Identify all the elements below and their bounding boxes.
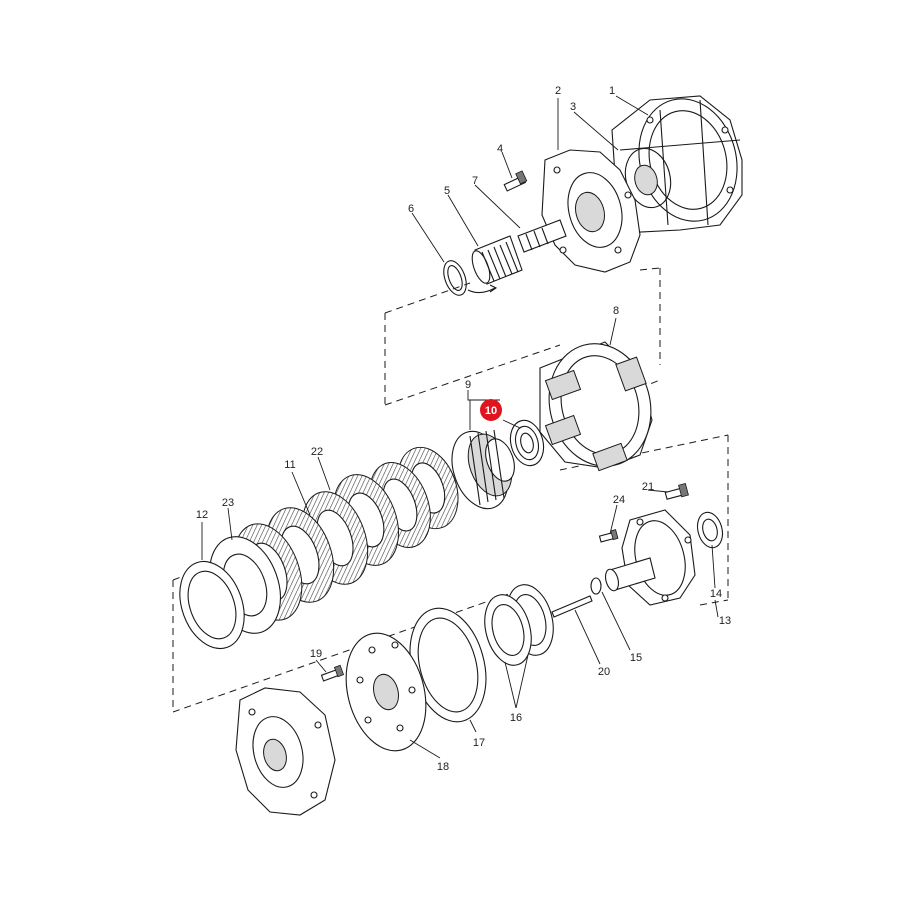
- callout-18: 18: [437, 761, 449, 773]
- part-shaft-7: [517, 219, 567, 253]
- leader-lines: [201, 95, 719, 759]
- part-clutch-drum: [539, 341, 653, 472]
- callout-5: 5: [444, 185, 450, 197]
- callout-22: 22: [311, 446, 323, 458]
- callout-11: 11: [284, 459, 295, 471]
- part-flange-housing: [541, 149, 641, 273]
- part-bolt-21: [664, 482, 689, 500]
- part-gasket: [409, 607, 487, 723]
- callout-9: 9: [465, 379, 471, 391]
- part-stud-20: [551, 595, 593, 618]
- part-cover: [345, 632, 427, 752]
- callout-8: 8: [613, 305, 619, 317]
- callout-12: 12: [196, 509, 208, 521]
- callout-10-highlighted: 10: [480, 399, 502, 421]
- part-ring-12: [179, 560, 245, 650]
- callout-2: 2: [555, 85, 561, 97]
- callout-3: 3: [570, 101, 576, 113]
- part-seals-16: [484, 584, 554, 666]
- callout-7: 7: [472, 175, 478, 187]
- callout-16: 16: [510, 712, 522, 724]
- part-seal-14: [696, 511, 724, 549]
- part-splined-sleeve: [471, 235, 523, 285]
- part-bolt-24: [598, 529, 619, 543]
- part-o-ring: [590, 577, 602, 595]
- part-bolt-19: [320, 664, 345, 682]
- part-output-flange: [604, 509, 696, 606]
- callout-21: 21: [642, 481, 654, 493]
- part-bolt-4: [503, 170, 528, 192]
- callout-4: 4: [497, 143, 503, 155]
- callout-19: 19: [310, 648, 322, 660]
- callout-10: 10: [485, 405, 497, 417]
- callout-24: 24: [613, 494, 625, 506]
- part-snap-ring: [443, 260, 498, 296]
- callout-13: 13: [719, 615, 731, 627]
- part-clutch-hub: [451, 429, 515, 510]
- callout-15: 15: [630, 652, 642, 664]
- part-end-housing: [235, 687, 336, 816]
- callout-17: 17: [473, 737, 485, 749]
- callout-14: 14: [710, 588, 722, 600]
- part-housing: [611, 95, 743, 233]
- callout-1: 1: [609, 85, 615, 97]
- callout-6: 6: [408, 203, 414, 215]
- callout-23: 23: [222, 497, 234, 509]
- callout-labels: 1 2 3 4 5 6 7 8 9 10 11 12 13 14 15 16 1…: [196, 85, 731, 773]
- part-bearing-10: [509, 419, 545, 467]
- callout-20: 20: [598, 666, 610, 678]
